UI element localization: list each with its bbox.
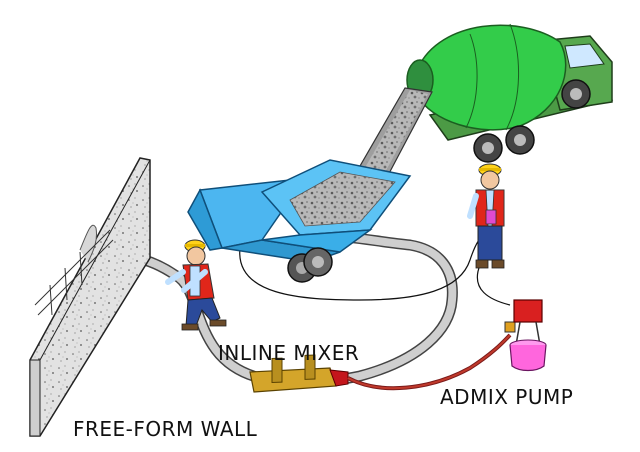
admix-pump-icon [504,299,547,372]
free-form-wall-label: FREE-FORM WALL [73,417,258,441]
inline-mixer-label: INLINE MIXER [218,341,359,365]
worker-icon [165,239,227,331]
admix-pump-label: ADMIX PUMP [440,385,573,409]
operator-worker-icon [467,163,505,269]
wall-icon [29,157,151,437]
inline-mixer-icon [249,354,349,393]
hopper-pump-icon [187,159,412,283]
air-line [239,229,491,301]
control-cable [476,264,511,306]
